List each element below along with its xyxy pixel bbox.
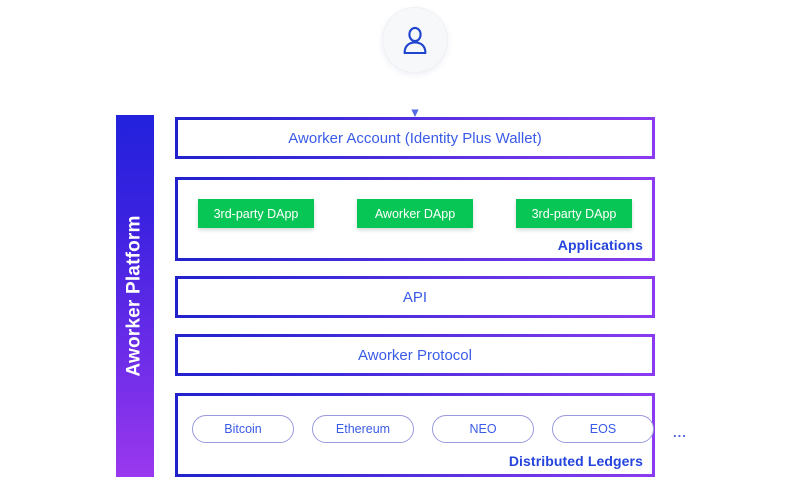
- section-name-distributed-ledgers: Distributed Ledgers: [508, 453, 643, 469]
- ledger-pill[interactable]: NEO: [432, 415, 534, 443]
- ledger-pill-label: NEO: [469, 422, 497, 436]
- layer-inner: API: [178, 279, 652, 315]
- down-arrow-icon: [408, 76, 422, 118]
- dapp-chip-label: Aworker DApp: [374, 206, 456, 221]
- layer-inner: 3rd-party DApp Aworker DApp 3rd-party DA…: [178, 180, 652, 258]
- layer-inner: Bitcoin Ethereum NEO EOS ... Distributed…: [178, 396, 686, 474]
- layer-inner: Aworker Protocol: [178, 337, 652, 373]
- ledger-pill-label: Bitcoin: [224, 422, 262, 436]
- layer-aworker-account[interactable]: Aworker Account (Identity Plus Wallet): [175, 117, 655, 159]
- ledger-pill[interactable]: Bitcoin: [192, 415, 294, 443]
- section-name-applications: Applications: [557, 237, 643, 253]
- dapp-chip-label: 3rd-party DApp: [213, 206, 299, 221]
- ledger-pill[interactable]: EOS: [552, 415, 654, 443]
- platform-band-label: Aworker Platform: [124, 215, 146, 377]
- ledger-pill-row: Bitcoin Ethereum NEO EOS ...: [192, 415, 687, 443]
- layer-applications[interactable]: 3rd-party DApp Aworker DApp 3rd-party DA…: [175, 177, 655, 261]
- layer-account-label: Aworker Account (Identity Plus Wallet): [288, 129, 542, 147]
- dapp-chip[interactable]: 3rd-party DApp: [198, 199, 314, 228]
- dapp-chip-row: 3rd-party DApp Aworker DApp 3rd-party DA…: [178, 199, 652, 228]
- dapp-chip-label: 3rd-party DApp: [531, 206, 617, 221]
- ledger-pill[interactable]: Ethereum: [312, 415, 414, 443]
- layer-inner: Aworker Account (Identity Plus Wallet): [178, 120, 652, 156]
- layer-aworker-protocol[interactable]: Aworker Protocol: [175, 334, 655, 376]
- ledger-pill-label: EOS: [589, 422, 617, 436]
- dapp-chip[interactable]: 3rd-party DApp: [516, 199, 632, 228]
- ledger-pill-label: Ethereum: [335, 422, 391, 436]
- layer-api-label: API: [402, 288, 428, 306]
- layer-api[interactable]: API: [175, 276, 655, 318]
- user-avatar-node: [383, 8, 447, 72]
- dapp-chip[interactable]: Aworker DApp: [357, 199, 473, 228]
- layer-protocol-label: Aworker Protocol: [358, 346, 472, 364]
- ledger-more-ellipsis: ...: [673, 425, 687, 440]
- user-person-icon: [402, 26, 428, 54]
- platform-band: Aworker Platform: [116, 115, 154, 477]
- layer-distributed-ledgers[interactable]: Bitcoin Ethereum NEO EOS ... Distributed…: [175, 393, 686, 477]
